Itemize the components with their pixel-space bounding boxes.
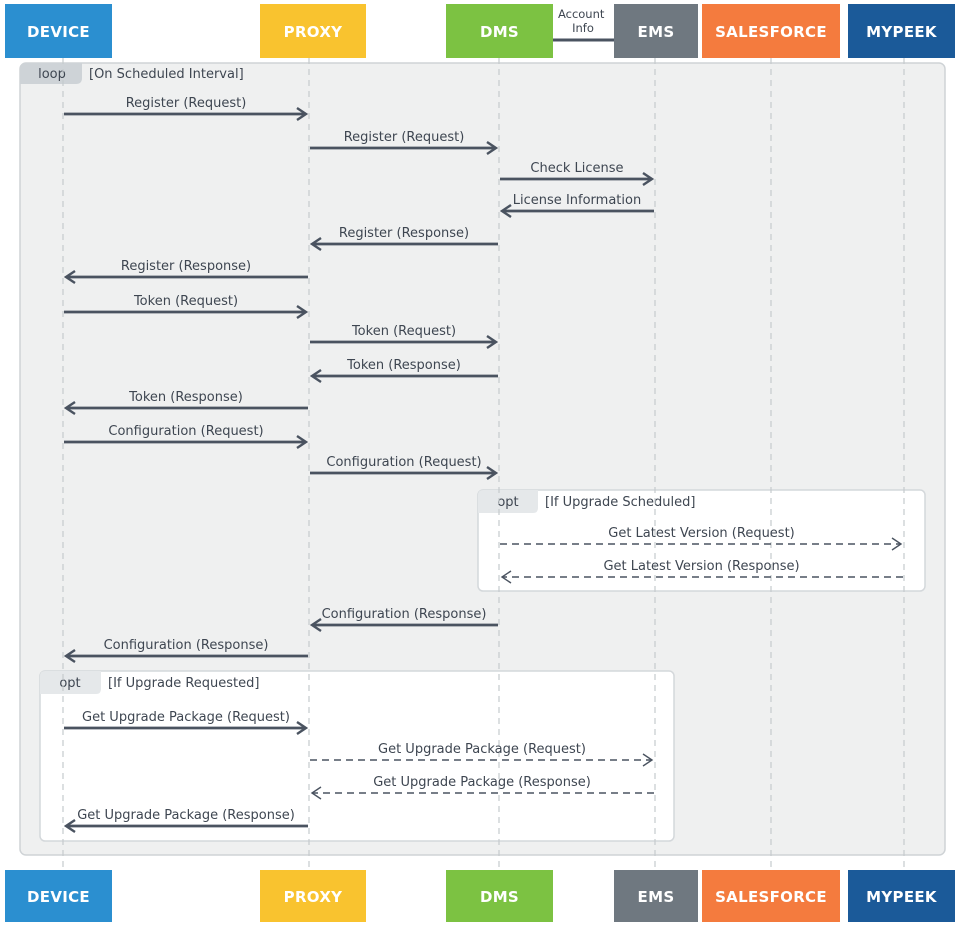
message-proxy-to-device: Configuration (Response) xyxy=(63,638,308,663)
loop-frame-condition: [On Scheduled Interval] xyxy=(89,67,244,82)
message-label: Get Upgrade Package (Response) xyxy=(77,808,295,823)
participant-header-ems-top: EMS xyxy=(614,4,698,58)
participant-box xyxy=(5,870,112,922)
lifelines xyxy=(62,58,905,870)
message-proxy-to-device: Token (Response) xyxy=(63,390,308,415)
loop-frame-tag-shape xyxy=(20,63,82,84)
opt-frame-upgrade-requested-tag-shape xyxy=(40,671,101,694)
message-label: Get Upgrade Package (Request) xyxy=(82,710,290,725)
message-label: Configuration (Response) xyxy=(322,607,487,622)
participant-header-proxy-bottom: PROXY xyxy=(260,870,366,922)
opt-frame-upgrade-requested-condition: [If Upgrade Requested] xyxy=(108,676,259,691)
participant-header-mypeek-top: MYPEEK xyxy=(848,4,955,58)
message-label: Token (Response) xyxy=(128,390,243,405)
message-dms-to-proxy: Configuration (Response) xyxy=(309,607,498,632)
participant-box xyxy=(848,4,955,58)
participant-header-dms-top: DMS xyxy=(446,4,553,58)
message-proxy-to-dms: Register (Request) xyxy=(310,130,499,155)
opt-frame-upgrade-scheduled-condition: [If Upgrade Scheduled] xyxy=(545,495,695,510)
message-mypeek-to-dms: Get Latest Version (Response) xyxy=(500,559,903,584)
opt-frame-upgrade-requested-tag: opt xyxy=(59,676,80,691)
message-dms-to-ems: Check License xyxy=(500,161,655,186)
message-label: Check License xyxy=(530,161,623,176)
message-proxy-to-device: Register (Response) xyxy=(63,259,308,284)
message-proxy-to-dms: Token (Request) xyxy=(310,324,499,349)
participant-header-salesforce-bottom: SALESFORCE xyxy=(702,870,840,922)
message-label: Register (Response) xyxy=(339,226,469,241)
message-dms-to-mypeek: Get Latest Version (Request) xyxy=(500,526,903,551)
message-label: Configuration (Request) xyxy=(326,455,481,470)
opt-frame-upgrade-scheduled-tag: opt xyxy=(497,495,518,510)
participant-box xyxy=(260,4,366,58)
message-label: Configuration (Response) xyxy=(104,638,269,653)
participant-label: DMS xyxy=(480,23,519,41)
message-proxy-to-device: Get Upgrade Package (Response) xyxy=(63,808,308,833)
account-info-connector: Account Info xyxy=(553,7,614,42)
participant-label: EMS xyxy=(638,23,675,41)
message-label: License Information xyxy=(513,193,641,208)
participant-header-salesforce-top: SALESFORCE xyxy=(702,4,840,58)
participant-label: DEVICE xyxy=(27,23,90,41)
participant-header-dms-bottom: DMS xyxy=(446,870,553,922)
participant-label: SALESFORCE xyxy=(715,888,827,906)
message-label: Token (Request) xyxy=(351,324,456,339)
message-label: Register (Response) xyxy=(121,259,251,274)
opt-frame-upgrade-scheduled: opt [If Upgrade Scheduled] xyxy=(477,489,926,592)
message-label: Configuration (Request) xyxy=(108,424,263,439)
participant-label: MYPEEK xyxy=(866,23,938,41)
message-ems-to-proxy: Get Upgrade Package (Response) xyxy=(310,775,654,800)
participant-box xyxy=(702,870,840,922)
participant-label: MYPEEK xyxy=(866,888,938,906)
participant-header-ems-bottom: EMS xyxy=(614,870,698,922)
message-label: Get Latest Version (Request) xyxy=(608,526,795,541)
participant-box xyxy=(614,870,698,922)
participant-label: DMS xyxy=(480,888,519,906)
participant-box xyxy=(446,4,553,58)
message-label: Get Upgrade Package (Request) xyxy=(378,742,586,757)
participant-label: PROXY xyxy=(284,888,344,906)
participant-label: SALESFORCE xyxy=(715,23,827,41)
message-dms-to-proxy: Token (Response) xyxy=(309,358,498,383)
message-device-to-proxy: Configuration (Request) xyxy=(64,424,309,449)
message-proxy-to-dms: Configuration (Request) xyxy=(310,455,499,480)
participant-box xyxy=(848,870,955,922)
message-device-to-proxy: Register (Request) xyxy=(64,96,309,121)
participant-box xyxy=(260,870,366,922)
participant-label: PROXY xyxy=(284,23,344,41)
participant-header-device-bottom: DEVICE xyxy=(5,870,112,922)
participant-header-mypeek-bottom: MYPEEK xyxy=(848,870,955,922)
message-ems-to-dms: License Information xyxy=(499,193,654,218)
message-label: Token (Request) xyxy=(133,294,238,309)
participant-box xyxy=(614,4,698,58)
loop-frame-tag: loop xyxy=(38,67,66,82)
message-label: Token (Response) xyxy=(346,358,461,373)
participant-header-device-top: DEVICE xyxy=(5,4,112,58)
opt-frame-upgrade-scheduled-box xyxy=(477,489,926,592)
message-label: Get Upgrade Package (Response) xyxy=(373,775,591,790)
participant-header-proxy-top: PROXY xyxy=(260,4,366,58)
opt-frame-upgrade-requested: opt [If Upgrade Requested] xyxy=(39,670,675,842)
opt-frame-upgrade-scheduled-tag-shape xyxy=(478,490,538,513)
message-device-to-proxy: Get Upgrade Package (Request) xyxy=(64,710,309,735)
message-proxy-to-ems: Get Upgrade Package (Request) xyxy=(310,742,654,767)
message-label: Get Latest Version (Response) xyxy=(603,559,799,574)
message-label: Register (Request) xyxy=(344,130,465,145)
message-device-to-proxy: Token (Request) xyxy=(64,294,309,319)
messages: Register (Request) Register (Request) Chec… xyxy=(63,96,903,833)
message-label: Register (Request) xyxy=(126,96,247,111)
participant-label: DEVICE xyxy=(27,888,90,906)
opt-frame-upgrade-requested-box xyxy=(39,670,675,842)
participant-box xyxy=(702,4,840,58)
account-info-label: Account Info xyxy=(558,7,608,35)
participant-label: EMS xyxy=(638,888,675,906)
message-dms-to-proxy: Register (Response) xyxy=(309,226,498,251)
participant-box xyxy=(5,4,112,58)
participant-box xyxy=(446,870,553,922)
